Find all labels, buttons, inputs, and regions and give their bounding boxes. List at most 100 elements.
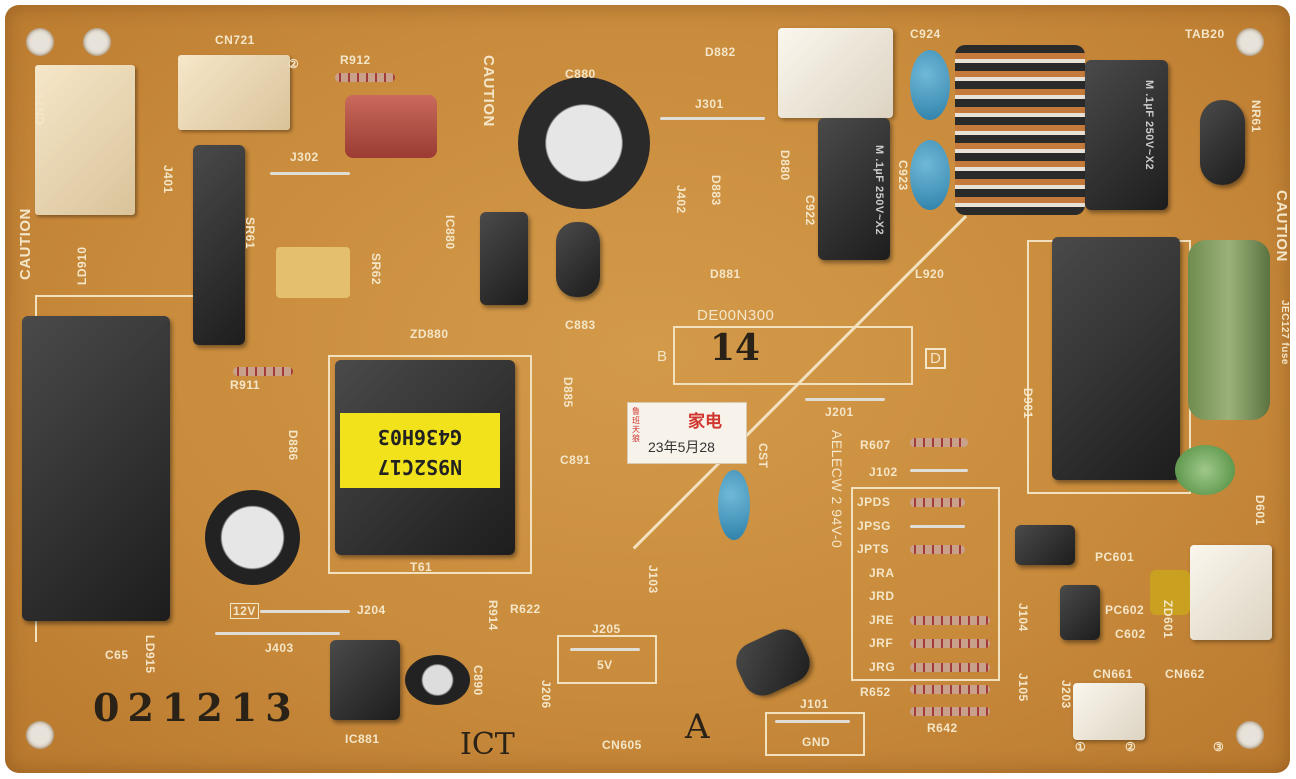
label-j301: J301 — [695, 97, 724, 111]
outline-gnd — [765, 712, 865, 756]
white-block — [778, 28, 893, 118]
label-d886: D886 — [286, 430, 300, 461]
handwritten-board-number: 14 — [710, 327, 761, 369]
handwritten-serial: 021213 — [93, 685, 300, 730]
label-tab20: TAB20 — [1185, 27, 1225, 41]
fuse — [1188, 240, 1270, 420]
label-c602: C602 — [1115, 627, 1146, 641]
label-pc601: PC601 — [1095, 550, 1135, 564]
transformer-label-line2: N9S2C17 — [377, 455, 463, 479]
connector-cn661 — [1073, 683, 1145, 740]
label-cn71: CN71 — [33, 92, 47, 125]
resistor-r642 — [910, 707, 990, 716]
jumper-j403 — [215, 632, 340, 635]
sticker-title: 家电 — [688, 412, 722, 431]
ic-ic880 — [480, 212, 528, 305]
jumper-label: JPSG — [857, 518, 892, 533]
jumper-label: JRA — [869, 565, 895, 580]
jumper-label: JPDS — [857, 495, 891, 509]
resistor — [910, 639, 990, 648]
connector-cn71 — [35, 65, 135, 215]
label-cn662: CN662 — [1165, 667, 1205, 681]
label-c922: C922 — [803, 195, 817, 226]
transformer-label-line1: G436H03 — [377, 425, 463, 449]
label-j401: J401 — [161, 165, 175, 194]
jumper-label: JPTS — [857, 542, 890, 556]
sticker-side: 鲁班天狼 — [632, 407, 640, 443]
jumper-j301 — [660, 117, 765, 120]
circuit-board: N9S2C17 G436H03 JPDS JPSG JPTS JRA JRD J… — [5, 5, 1290, 773]
optocoupler-pc602 — [1060, 585, 1100, 640]
label-j102: J102 — [869, 465, 898, 479]
label-sr62: SR62 — [369, 253, 383, 286]
resistor — [910, 545, 965, 554]
mounting-hole — [26, 28, 54, 56]
label-j104: J104 — [1016, 603, 1030, 632]
label-zd880: ZD880 — [410, 327, 449, 341]
capacitor-c924 — [910, 50, 950, 120]
jumper-row: JRG — [855, 656, 995, 680]
label-r642: R642 — [927, 721, 958, 735]
connector-cn721 — [178, 55, 290, 130]
label-j403: J403 — [265, 641, 294, 655]
label-r914: R914 — [486, 600, 500, 631]
label-r607: R607 — [860, 438, 891, 452]
capacitor-c922 — [818, 118, 890, 260]
label-j206: J206 — [539, 680, 553, 709]
jumper-j201 — [805, 398, 885, 401]
resistor-r912 — [335, 73, 395, 82]
jumper-table: JPDS JPSG JPTS JRA JRD JRE JRF JRG — [855, 491, 995, 679]
jumper-row: JRD — [855, 585, 995, 609]
jumper-row: JPSG — [855, 515, 995, 539]
label-r622: R622 — [510, 602, 541, 616]
label-model: DE00N300 — [697, 307, 775, 324]
capacitor-small-electrolytic — [729, 622, 817, 703]
label-j201: J201 — [825, 405, 854, 419]
optocoupler-pc601 — [1015, 525, 1075, 565]
mounting-hole — [1236, 28, 1264, 56]
connector-right — [1190, 545, 1272, 640]
label-c891: C891 — [560, 453, 591, 467]
outline-model-box — [673, 326, 913, 385]
date-sticker: 家电 鲁班天狼 23年5月28 — [627, 402, 747, 464]
capacitor-c921-text: M .1µF 250V~X2 — [1143, 80, 1155, 171]
label-gnd: GND — [802, 735, 831, 749]
label-d885: D885 — [561, 377, 575, 408]
jumper-row: JRE — [855, 609, 995, 633]
mounting-hole — [1236, 721, 1264, 749]
label-d: D — [925, 348, 947, 369]
label-ic880: IC880 — [443, 215, 457, 250]
label-5v: 5V — [597, 658, 613, 672]
capacitor-c923 — [910, 140, 950, 210]
inductor-l601 — [1175, 445, 1235, 495]
label-b: B — [657, 348, 668, 365]
capacitor-c880 — [518, 77, 650, 209]
label-j302: J302 — [290, 150, 319, 164]
capacitor-cst — [718, 470, 750, 540]
capacitor-bottom-left — [205, 490, 300, 585]
label-nr61: NR61 — [1249, 100, 1263, 133]
jumper-label: JRD — [869, 589, 895, 603]
mounting-hole — [83, 28, 111, 56]
jumper-row: JRA — [855, 562, 995, 586]
thermistor-nr61 — [1200, 100, 1245, 185]
jumper-row: JPTS — [855, 538, 995, 562]
capacitor-c921 — [1085, 60, 1168, 210]
resistor — [910, 662, 990, 672]
label-cn661: CN661 — [1093, 667, 1133, 681]
label-d882: D882 — [705, 45, 736, 59]
label-sr61: SR61 — [243, 217, 257, 250]
capacitor-red — [345, 95, 437, 158]
label-caution-right: CAUTION — [1273, 190, 1290, 262]
label-c890: C890 — [471, 665, 485, 696]
label-j204: J204 — [357, 603, 386, 617]
label-ul-mark: AELECW 2 94V-0 — [829, 430, 845, 549]
label-c924: C924 — [910, 27, 941, 41]
label-d881: D881 — [710, 267, 741, 281]
capacitor-c890 — [405, 655, 470, 705]
capacitor-c922-text: M .1µF 250V~X2 — [873, 145, 885, 236]
jumper-j102 — [910, 469, 968, 472]
label-j402: J402 — [674, 185, 688, 214]
label-j101: J101 — [800, 697, 829, 711]
jumper-wire — [910, 524, 965, 528]
